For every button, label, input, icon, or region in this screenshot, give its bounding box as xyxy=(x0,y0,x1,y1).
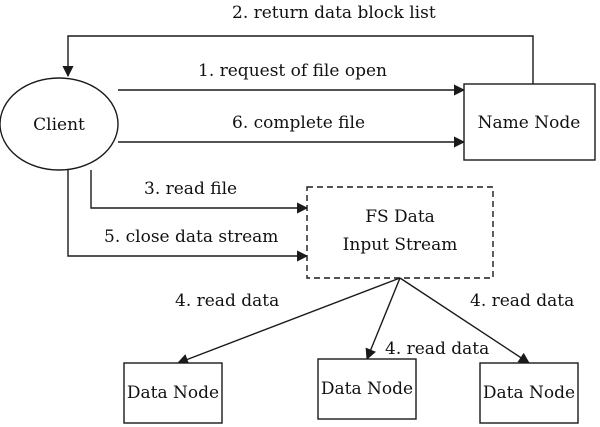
edge-read-data-left xyxy=(176,277,401,365)
label-complete-file: 6. complete file xyxy=(232,113,365,133)
data-node-1-label: Data Node xyxy=(127,383,219,403)
name-node-box xyxy=(463,83,596,161)
fs-data-label-line2: Input Stream xyxy=(343,235,458,255)
fs-data-label-line1: FS Data xyxy=(365,207,435,227)
label-read-data-middle: 4. read data xyxy=(385,339,489,359)
label-request-file-open: 1. request of file open xyxy=(198,61,387,81)
data-node-3-box xyxy=(479,362,579,424)
data-node-2-box xyxy=(317,358,417,420)
name-node-label: Name Node xyxy=(478,113,581,133)
edge-read-file xyxy=(90,170,309,214)
data-node-3-label: Data Node xyxy=(483,383,575,403)
label-read-data-right: 4. read data xyxy=(470,291,574,311)
edge-read-data-middle xyxy=(365,277,401,361)
label-return-data-block-list: 2. return data block list xyxy=(232,3,436,23)
edge-return-data-block-list xyxy=(62,35,534,84)
label-read-file: 3. read file xyxy=(144,179,237,199)
client-label: Client xyxy=(33,115,85,135)
fs-data-input-stream-box xyxy=(306,186,494,279)
edge-close-data-stream xyxy=(67,170,309,262)
label-read-data-left: 4. read data xyxy=(175,291,279,311)
edge-read-data-right xyxy=(399,277,530,364)
client-node xyxy=(0,77,119,171)
label-close-data-stream: 5. close data stream xyxy=(104,227,278,247)
data-node-2-label: Data Node xyxy=(321,379,413,399)
data-node-1-box xyxy=(123,362,223,424)
